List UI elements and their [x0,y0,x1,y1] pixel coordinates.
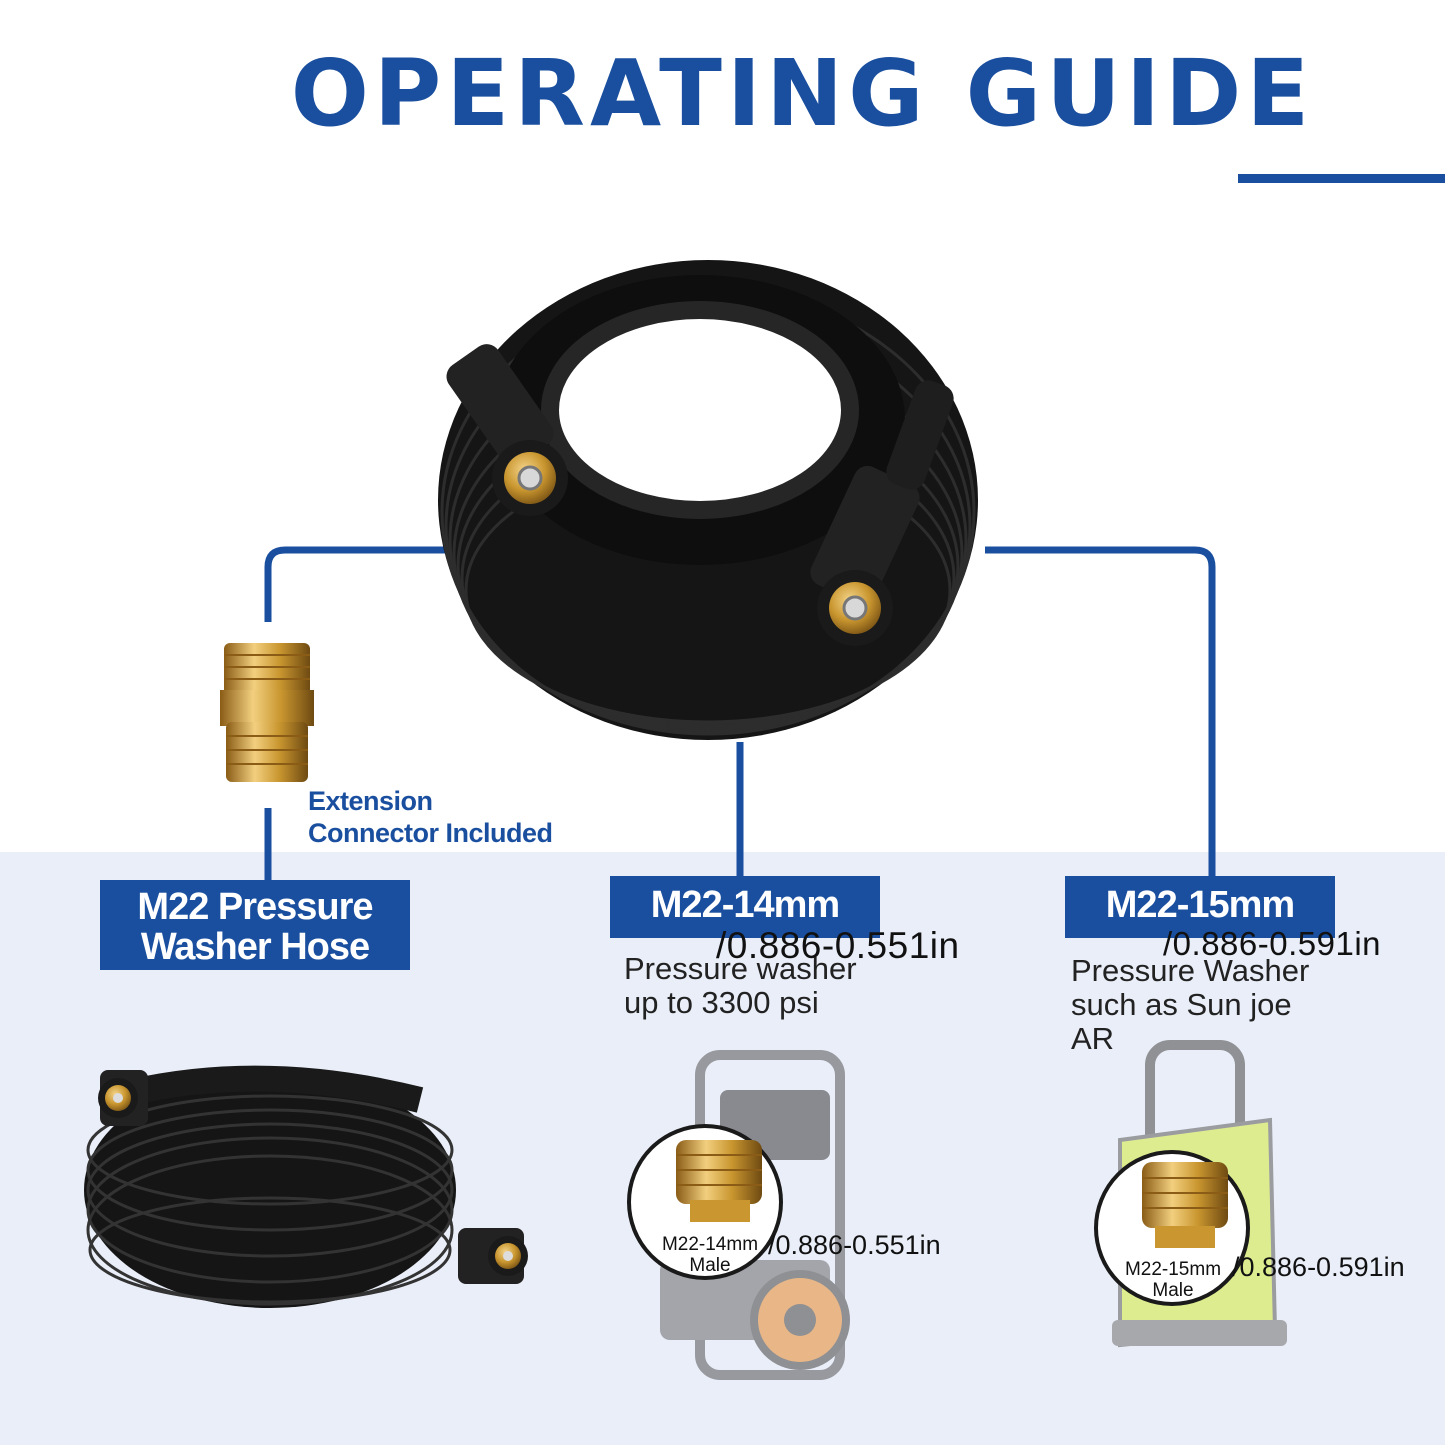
male-14mm-line1: M22-14mm [661,1234,759,1255]
page-title: OPERATING GUIDE [290,40,1315,147]
spec-15mm-description-line3: AR [1071,1021,1115,1056]
spec-15mm-dimension: /0.886-0.591in [1163,925,1382,962]
male-14mm-line2: Male [689,1255,731,1276]
connector-lines [264,546,1216,880]
coiled-hose-small [84,1065,528,1308]
spec-14mm-description-line1: Pressure washer [624,951,857,986]
spec-15mm-description-line2: such as Sun joe [1071,987,1292,1022]
male-15mm-line2: Male [1152,1280,1194,1301]
male-14mm-dimension: /0.886-0.551in [768,1230,941,1260]
spec-15mm-description-line1: Pressure Washer [1071,953,1310,988]
extension-connector-label: Extension Connector Included [308,785,553,849]
spec-14mm-description: Pressure washer up to 3300 psi [624,952,904,1020]
spec-15mm-label-box: M22-15mm [1065,876,1335,938]
extension-connector-brass [220,643,314,782]
coiled-hose-main [438,260,978,740]
male-15mm-dimension: /0.886-0.591in [1232,1252,1405,1282]
spec-15mm-description: Pressure Washer such as Sun joe AR [1071,954,1351,1056]
male-14mm-label: M22-14mm Male [650,1234,770,1276]
title-underline [1238,174,1445,183]
spec-14mm-dimension: /0.886-0.551in [716,925,960,966]
extension-connector-line2: Connector Included [308,818,553,848]
magnifier-14mm [627,1124,783,1280]
hose-label-line2: Washer Hose [140,925,370,968]
hose-label-box: M22 Pressure Washer Hose [100,880,410,970]
male-15mm-line1: M22-15mm [1124,1259,1222,1280]
spec-14mm-label-box: M22-14mm [610,876,880,938]
male-15mm-label: M22-15mm Male [1113,1259,1233,1301]
hose-label-line1: M22 Pressure [137,886,373,928]
magnifier-15mm [1094,1150,1250,1306]
spec-14mm-description-line2: up to 3300 psi [624,985,819,1020]
extension-connector-line1: Extension [308,786,433,816]
